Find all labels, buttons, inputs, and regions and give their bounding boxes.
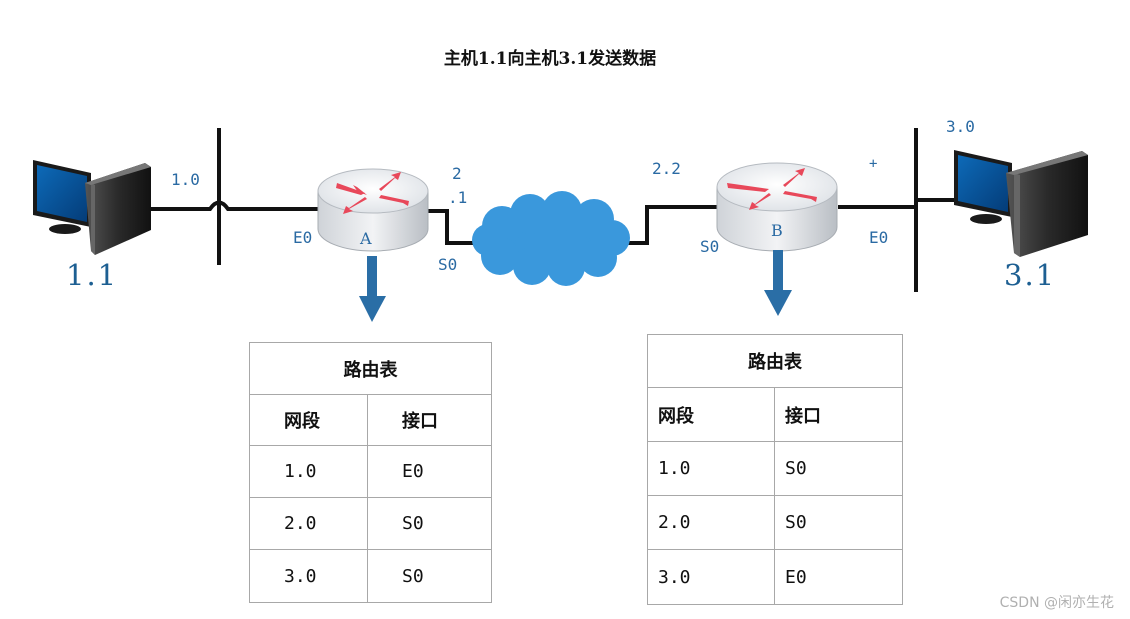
table-cell: E0: [774, 549, 903, 605]
host-label-left: 1.1: [66, 258, 119, 292]
router-b-label: B: [771, 221, 783, 240]
down-arrow-icon: [359, 256, 386, 322]
down-arrow-icon: [764, 250, 792, 316]
address-dot-1: .1: [448, 188, 468, 207]
host-label-right: 3.1: [1004, 258, 1057, 292]
pc-icon: [33, 160, 151, 255]
routing-table-a: 路由表 网段 接口 1.0 E0 2.0 S0 3.0 S0: [249, 342, 492, 603]
table-cell: 3.0: [249, 549, 368, 603]
interface-s0-b: S0: [700, 237, 720, 256]
routing-table-title: 路由表: [647, 334, 903, 388]
table-cell: 2.0: [647, 495, 775, 550]
routing-table-title: 路由表: [249, 342, 492, 395]
interface-e0-a: E0: [293, 228, 313, 247]
network-label-3-0: 3.0: [946, 117, 975, 136]
table-cell: S0: [367, 497, 492, 550]
plus-mark: +: [869, 156, 878, 172]
table-cell: 1.0: [647, 441, 775, 496]
router-a-label: A: [360, 229, 372, 248]
column-header-interface: 接口: [367, 394, 492, 446]
wire-cloud-routerB: [622, 205, 720, 245]
table-cell: S0: [774, 495, 903, 550]
table-cell: E0: [367, 445, 492, 498]
wire-routerA-cloud: [425, 209, 478, 245]
router-icon: [317, 168, 429, 252]
table-cell: S0: [367, 549, 492, 603]
table-cell: 2.0: [249, 497, 368, 550]
table-cell: S0: [774, 441, 903, 496]
router-icon: [716, 162, 838, 252]
interface-e0-b: E0: [869, 228, 889, 247]
address-2: 2: [452, 164, 462, 183]
column-header-interface: 接口: [774, 387, 903, 442]
column-header-network: 网段: [249, 394, 368, 446]
watermark: CSDN @闲亦生花: [999, 595, 1114, 611]
network-label-1-0: 1.0: [171, 170, 200, 189]
wire-pc1-switch: [150, 200, 320, 211]
diagram-title: 主机1.1向主机3.1发送数据: [443, 49, 657, 69]
pc-icon: [954, 150, 1088, 257]
column-header-network: 网段: [647, 387, 775, 442]
routing-table-b: 路由表 网段 接口 1.0 S0 2.0 S0 3.0 E0: [647, 334, 903, 605]
table-cell: 3.0: [647, 549, 775, 605]
table-cell: 1.0: [249, 445, 368, 498]
network-label-2-2: 2.2: [652, 159, 681, 178]
interface-s0-a: S0: [438, 255, 458, 274]
cloud-icon: [472, 191, 630, 286]
